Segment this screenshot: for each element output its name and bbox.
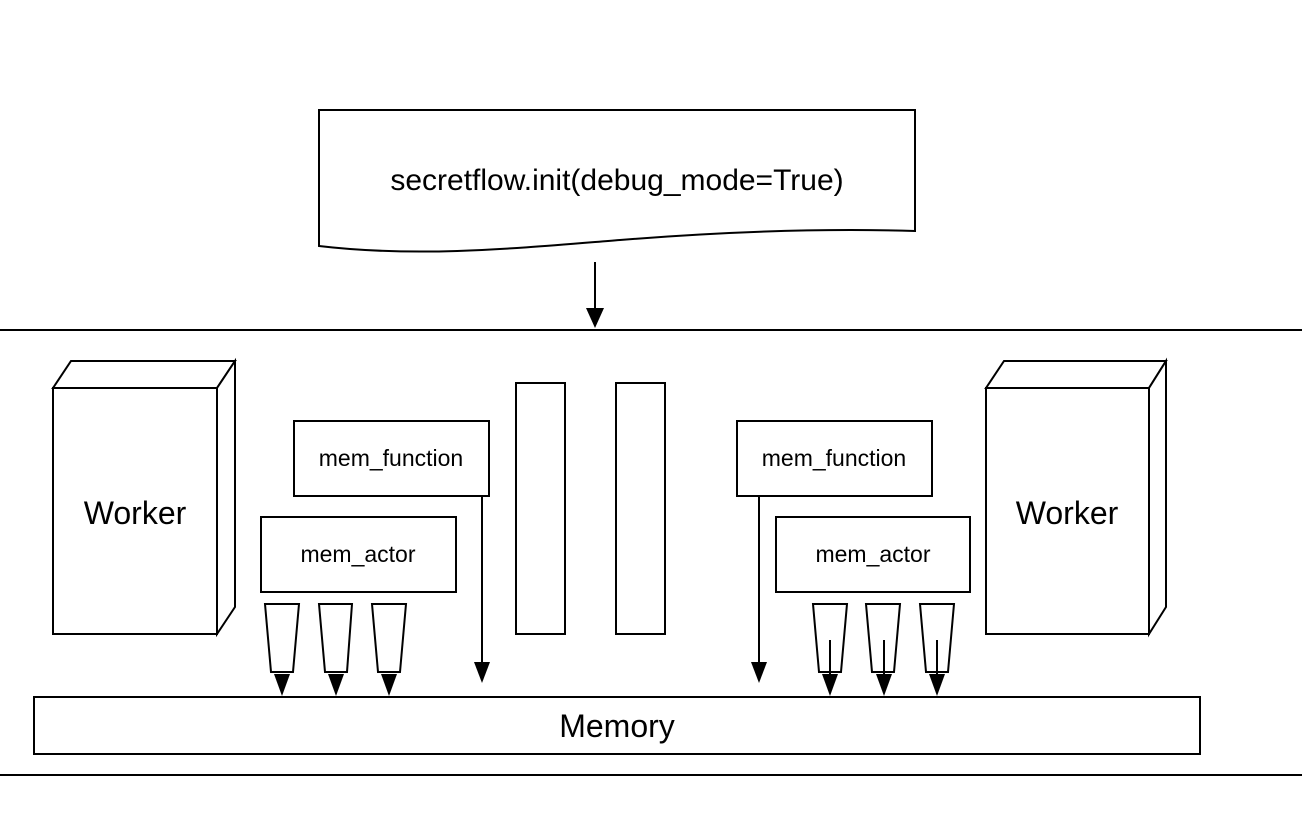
left-mem-function-node: mem_function: [293, 420, 490, 497]
init-arrow: [586, 262, 604, 328]
right-mem-actor-node: mem_actor: [775, 516, 971, 593]
memory-label: Memory: [559, 708, 675, 744]
right-funnel-1: [811, 603, 849, 696]
right-mem-function-arrow: [751, 497, 767, 683]
init-call-label: secretflow.init(debug_mode=True): [390, 164, 843, 197]
left-funnel-3: [370, 603, 408, 696]
right-actor-funnels: [811, 603, 956, 696]
right-mem-actor-label: mem_actor: [815, 541, 930, 567]
left-funnel-1: [263, 603, 301, 696]
right-worker-node: Worker: [984, 357, 1168, 638]
left-mem-function-arrow: [474, 497, 490, 683]
center-bar-left: [515, 382, 566, 635]
left-mem-function-label: mem_function: [319, 445, 463, 471]
right-mem-function-label: mem_function: [762, 445, 906, 471]
left-mem-actor-node: mem_actor: [260, 516, 457, 593]
right-worker-label: Worker: [1016, 495, 1119, 531]
left-actor-funnels: [263, 603, 408, 696]
left-mem-actor-label: mem_actor: [300, 541, 415, 567]
center-bar-right: [615, 382, 666, 635]
right-funnel-2: [864, 603, 902, 696]
left-worker-node: Worker: [51, 357, 237, 638]
left-worker-label: Worker: [84, 495, 187, 531]
left-funnel-2: [317, 603, 354, 696]
right-mem-function-node: mem_function: [736, 420, 933, 497]
right-funnel-3: [918, 603, 956, 696]
init-call-node: secretflow.init(debug_mode=True): [318, 109, 916, 253]
memory-node: Memory: [33, 696, 1201, 755]
